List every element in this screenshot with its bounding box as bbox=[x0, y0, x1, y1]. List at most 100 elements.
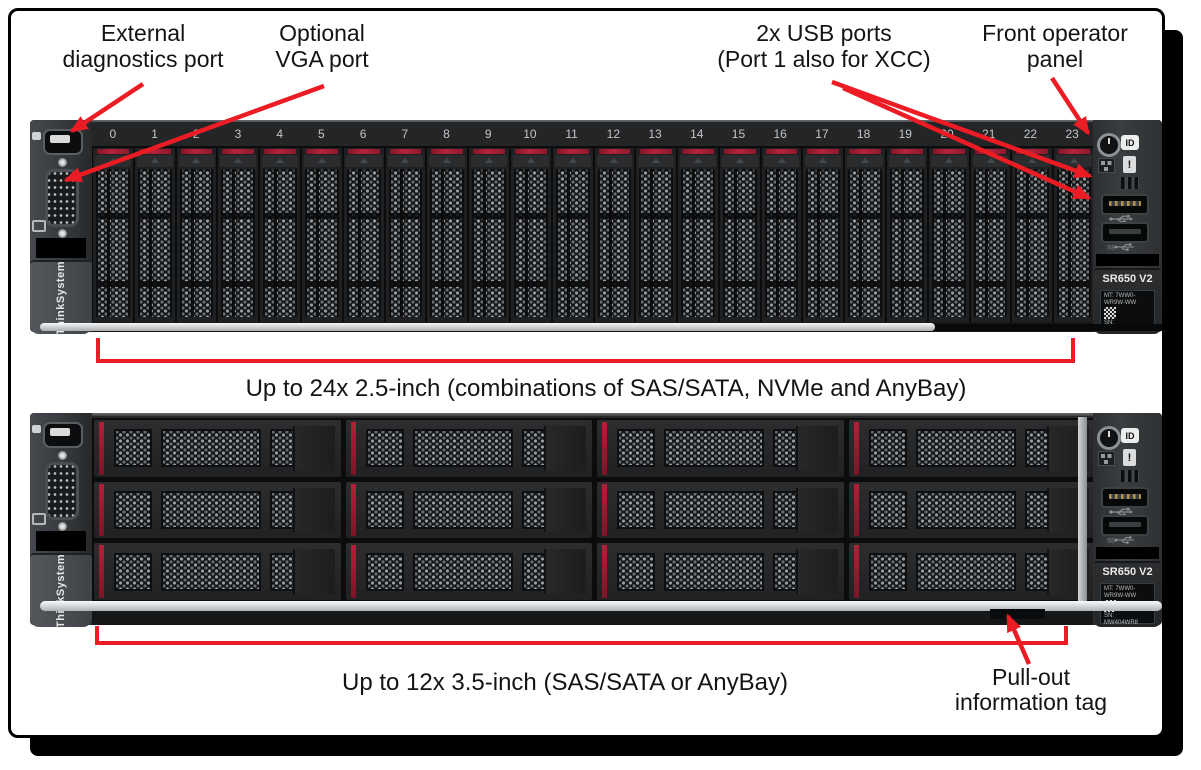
tray-latch bbox=[1056, 155, 1092, 167]
drive-bay-number: 17 bbox=[815, 127, 829, 141]
vent-segment bbox=[161, 552, 261, 591]
mt-line2: WR9W-WW bbox=[1104, 592, 1137, 599]
drive-bays-3-5in bbox=[92, 418, 1097, 602]
tray-red-strip bbox=[350, 422, 356, 475]
tray-vent-grille bbox=[931, 169, 966, 317]
diagnostics-icon bbox=[32, 132, 41, 140]
drive-tray-2-5in bbox=[719, 148, 760, 322]
drive-tray-2-5in bbox=[301, 148, 342, 322]
drive-tray-3-5in bbox=[94, 481, 341, 539]
tray-red-strip bbox=[514, 149, 547, 154]
drive-bay-number: 23 bbox=[1065, 127, 1079, 141]
drive-bay-number: 6 bbox=[359, 127, 367, 141]
tray-latch bbox=[345, 155, 382, 167]
drive-tray-3-5in bbox=[345, 420, 592, 477]
usb-3-ss-icon: SS bbox=[1107, 535, 1137, 545]
tray-vent-grille bbox=[597, 169, 632, 317]
tray-vent-grille bbox=[617, 429, 809, 468]
tray-red-strip bbox=[138, 149, 171, 154]
tray-red-strip bbox=[431, 149, 464, 154]
sn-line1: SN: bbox=[1104, 613, 1115, 619]
tray-red-strip bbox=[1016, 149, 1049, 154]
callout-line: information tag bbox=[954, 689, 1108, 715]
usb-port-2-tongue bbox=[1109, 229, 1141, 234]
tray-latch bbox=[429, 155, 466, 167]
drive-bay-number: 1 bbox=[151, 127, 158, 141]
tray-red-strip bbox=[640, 149, 673, 154]
tray-vent-grille bbox=[848, 169, 883, 317]
tray-vent-grille bbox=[639, 169, 674, 317]
tray-red-strip bbox=[602, 545, 607, 598]
drive-bay-number: 13 bbox=[648, 127, 662, 141]
callout-line: VGA port bbox=[275, 46, 369, 72]
left-panel-slot bbox=[36, 531, 86, 551]
vga-port bbox=[44, 158, 80, 238]
tray-red-strip bbox=[602, 422, 607, 475]
drive-tray-3-5in bbox=[345, 481, 592, 539]
tray-vent-grille bbox=[114, 429, 306, 468]
alert-led-button: ! bbox=[1123, 156, 1136, 173]
drive-bay-number: 19 bbox=[898, 127, 912, 141]
drive-tray-2-5in bbox=[887, 148, 927, 322]
tray-latch bbox=[136, 155, 173, 167]
tray-vent-grille bbox=[1057, 169, 1091, 317]
server-front-12x-3-5in: ThinkSystem ID ! bbox=[30, 413, 1162, 628]
sn-line2: MW404WR8 bbox=[1104, 619, 1139, 626]
tray-latch bbox=[262, 155, 298, 167]
tray-latch bbox=[292, 426, 335, 471]
thinksystem-badge: ThinkSystem bbox=[30, 553, 92, 628]
vent-segment bbox=[664, 490, 764, 529]
tray-red-strip bbox=[891, 149, 923, 154]
callout-line: Pull-out bbox=[992, 664, 1070, 690]
drive-tray-3-5in bbox=[597, 481, 844, 539]
tray-red-strip bbox=[765, 149, 798, 154]
tray-vent-grille bbox=[555, 169, 590, 317]
vent-segment bbox=[868, 490, 907, 529]
callout-line: Front operator bbox=[982, 20, 1128, 46]
callout-line: External bbox=[100, 20, 186, 46]
alert-led-button: ! bbox=[1123, 449, 1136, 466]
front-operator-panel: ID ! SS bbox=[1093, 120, 1162, 334]
tray-latch bbox=[638, 155, 675, 167]
power-button bbox=[1097, 426, 1121, 450]
drive-bay-number: 8 bbox=[443, 127, 450, 141]
tray-red-strip bbox=[723, 149, 756, 154]
vent-segment bbox=[114, 429, 152, 468]
drive-bay-number: 14 bbox=[690, 127, 704, 141]
tray-vent-grille bbox=[868, 429, 1061, 468]
usb-3-ss-icon: SS bbox=[1107, 242, 1137, 252]
chassis-bottom-rail bbox=[40, 601, 1162, 611]
callout-optional-vga-port: Optional VGA port bbox=[242, 20, 402, 72]
tray-vent-grille bbox=[365, 552, 558, 591]
vent-segment bbox=[915, 490, 1016, 529]
tray-latch bbox=[596, 155, 633, 167]
callout-line: 2x USB ports bbox=[756, 20, 892, 46]
drive-bay-number: 2 bbox=[192, 127, 200, 141]
tray-latch bbox=[680, 155, 716, 167]
tray-latch bbox=[178, 155, 215, 167]
tray-latch bbox=[889, 155, 925, 167]
tray-red-strip bbox=[347, 149, 380, 154]
tray-red-strip bbox=[222, 149, 255, 154]
model-label-tab: SR650 V2 MT: 7WW0- WR9W-WW SN: MW404WR8 bbox=[1094, 268, 1161, 334]
usb-port-1 bbox=[1101, 487, 1149, 508]
drive-bay-number: 20 bbox=[940, 127, 954, 141]
figure-frame bbox=[8, 8, 1165, 738]
svg-text:SS: SS bbox=[1107, 246, 1115, 252]
tray-red-strip bbox=[974, 149, 1007, 154]
drive-bay-number: 11 bbox=[565, 127, 578, 141]
mt-line2: WR9W-WW bbox=[1104, 299, 1137, 306]
chassis-bottom-shadow bbox=[935, 324, 1162, 331]
tray-latch bbox=[512, 155, 549, 167]
tray-vent-grille bbox=[868, 490, 1061, 529]
drive-bay-number: 7 bbox=[401, 127, 409, 141]
tray-red-strip bbox=[853, 483, 859, 537]
drive-tray-3-5in bbox=[597, 420, 844, 477]
drive-tray-2-5in bbox=[803, 148, 844, 322]
tray-vent-grille bbox=[472, 169, 506, 317]
tray-red-strip bbox=[556, 149, 589, 154]
drive-tray-2-5in bbox=[260, 148, 300, 322]
id-button: ID bbox=[1121, 135, 1139, 150]
tray-red-strip bbox=[99, 483, 104, 537]
